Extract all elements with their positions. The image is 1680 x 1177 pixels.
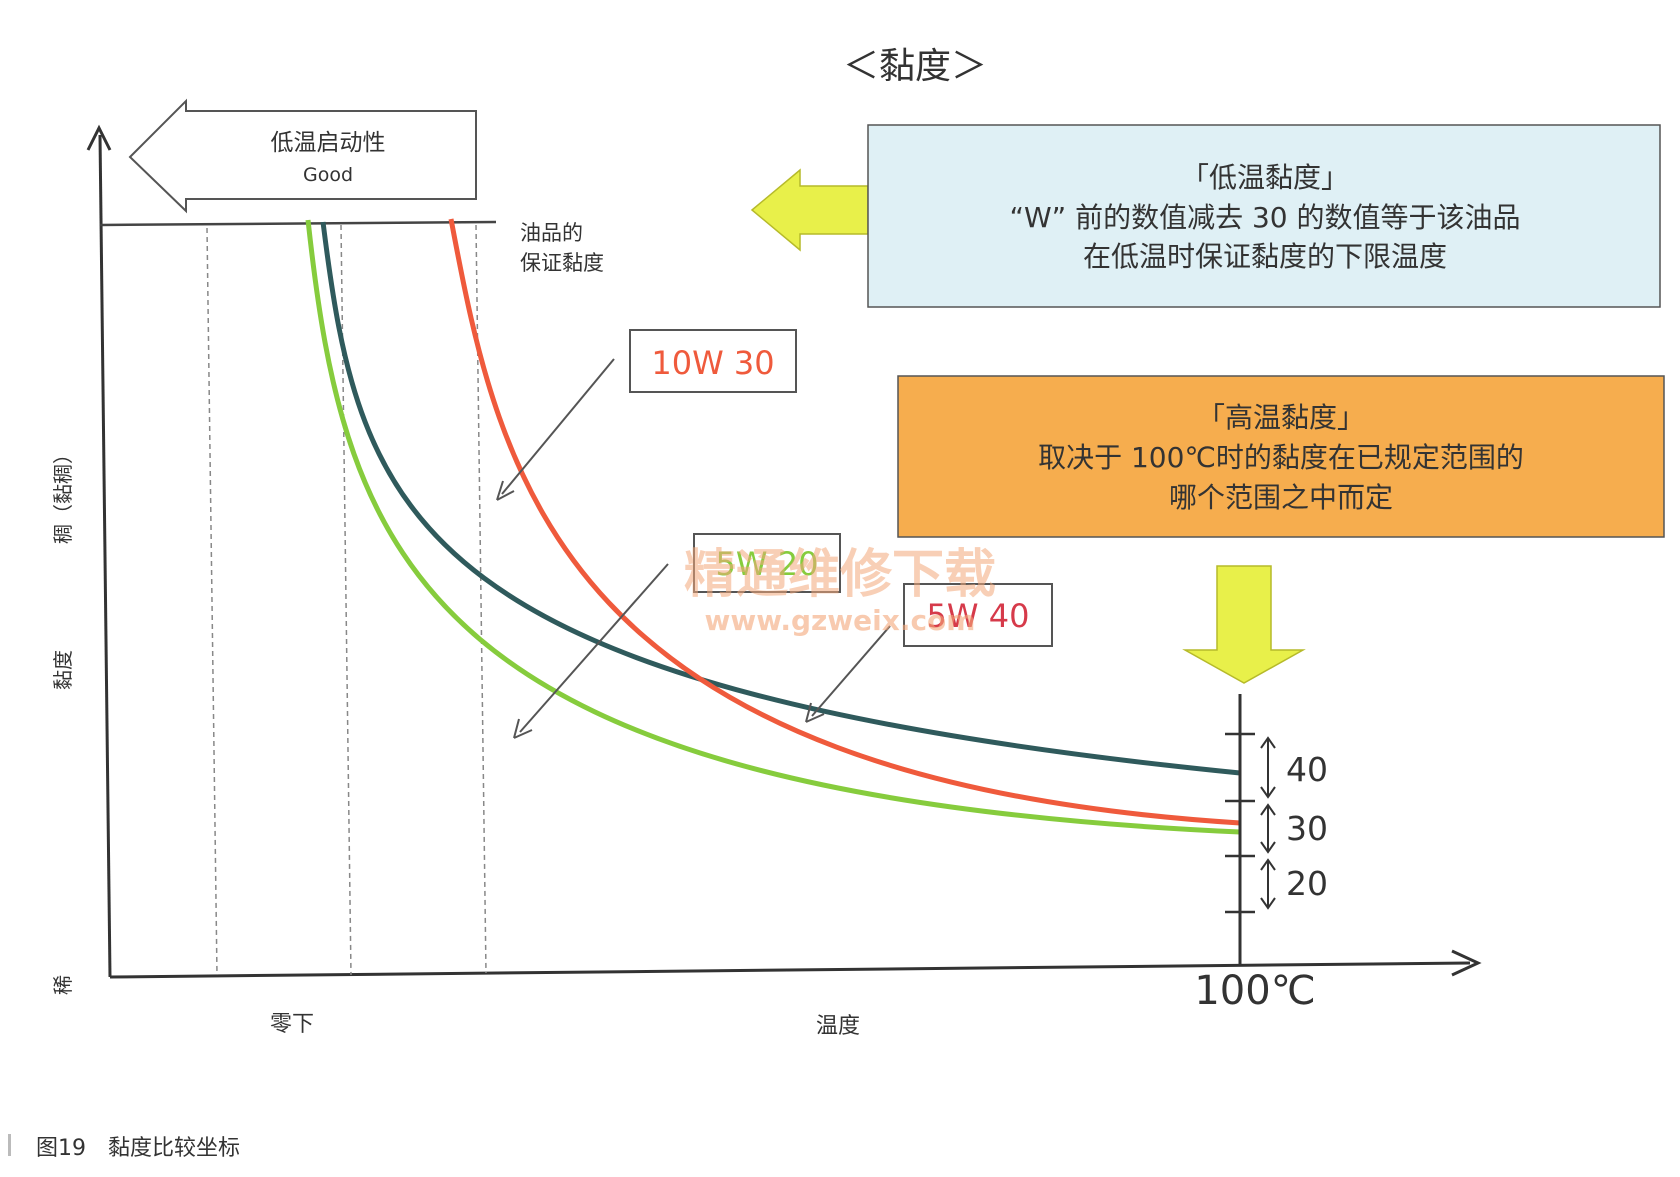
- x-axis-arrowhead: [1451, 949, 1482, 977]
- label-5w20: 5W 20: [716, 545, 819, 583]
- low-temp-box-line1: “W” 前的数值减去 30 的数值等于该油品: [1009, 201, 1520, 234]
- watermark-line1: 精通维修下载: [684, 545, 996, 605]
- low-temp-box: [867, 124, 1661, 308]
- x-axis: [109, 961, 1471, 979]
- pointer-5w20-head: [513, 718, 533, 739]
- y-axis-arrowhead: [86, 124, 112, 151]
- label-box-5w40: [903, 583, 1053, 647]
- pointer-10w30: [501, 358, 615, 495]
- caption-text: 黏度比较坐标: [108, 1136, 241, 1161]
- low-temp-arrow-line2: Good: [303, 164, 353, 186]
- high-temp-box: [897, 375, 1665, 538]
- label-5w40: 5W 40: [927, 597, 1030, 635]
- watermark-line2: www.gzweix.com: [705, 604, 976, 637]
- pointer-5w40-head: [805, 702, 825, 723]
- guarantee-label-line1: 油品的: [520, 221, 583, 245]
- low-temp-arrow: [128, 98, 477, 214]
- pointer-5w40: [811, 625, 891, 717]
- label-10w30: 10W 30: [651, 344, 774, 382]
- curve-5w20: [305, 219, 1241, 835]
- figure-caption: 图19 黏度比较坐标: [36, 1130, 240, 1162]
- low-temp-arrow-line1: 低温启动性: [271, 130, 386, 156]
- pointer-10w30-head: [496, 480, 515, 501]
- y-axis-label-top: 稠（黏稠）: [51, 444, 75, 544]
- label-box-10w30: [629, 329, 797, 393]
- y-axis-label-bottom: 稀: [51, 975, 75, 995]
- guide-line-1: [206, 227, 218, 976]
- diagram-title: ＜黏度＞: [843, 46, 987, 87]
- guarantee-viscosity-line: [99, 220, 497, 227]
- low-temp-box-title: 「低温黏度」: [1181, 161, 1349, 194]
- curve-5w40: [320, 221, 1241, 776]
- grade-30: 30: [1286, 809, 1328, 848]
- high-temp-box-line1: 取决于 100℃时的黏度在已规定范围的: [1038, 441, 1524, 474]
- curve-10w30: [448, 218, 1241, 826]
- high-temp-box-title: 「高温黏度」: [1197, 401, 1365, 434]
- low-temp-box-line2: 在低温时保证黏度的下限温度: [1083, 240, 1447, 273]
- caption-figure-number: 图19: [36, 1136, 86, 1161]
- high-temp-box-line2: 哪个范围之中而定: [1169, 481, 1393, 514]
- grade-range-arrows: [1260, 736, 1276, 910]
- x-axis-label-right: 100℃: [1194, 968, 1315, 1014]
- pointer-5w20: [519, 563, 669, 733]
- grade-20: 20: [1286, 864, 1328, 903]
- guarantee-label-line2: 保证黏度: [520, 251, 604, 275]
- guide-line-2: [340, 224, 352, 976]
- x-axis-label-left: 零下: [270, 1012, 314, 1037]
- x-axis-label-middle: 温度: [816, 1014, 860, 1039]
- down-arrow: [1182, 565, 1306, 684]
- guide-line-3: [475, 224, 487, 974]
- label-box-5w20: [693, 533, 841, 593]
- low-temp-box-arrow: [750, 168, 869, 252]
- grade-40: 40: [1286, 750, 1328, 789]
- y-axis-label-middle: 黏度: [51, 650, 75, 690]
- caption-marker: [8, 1134, 11, 1156]
- y-axis: [98, 134, 112, 978]
